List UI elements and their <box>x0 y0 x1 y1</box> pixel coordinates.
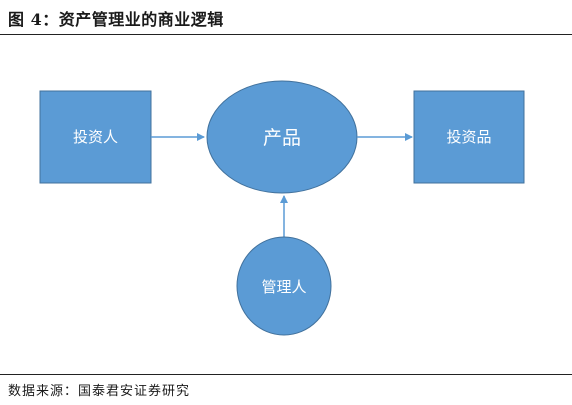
manager-circle <box>236 236 332 336</box>
figure-title: 图 4：资产管理业的商业逻辑 <box>8 10 224 29</box>
investment-label: 投资品 <box>446 128 491 146</box>
manager-node: 管理人 <box>236 236 332 336</box>
source-divider <box>0 374 572 375</box>
investment-box <box>413 90 525 184</box>
investor-box <box>39 90 152 184</box>
investor-node: 投资人 <box>39 90 152 184</box>
product-label: 产品 <box>263 127 301 149</box>
title-divider <box>0 34 572 35</box>
product-node: 产品 <box>206 80 358 194</box>
investor-label: 投资人 <box>73 128 118 146</box>
data-source: 数据来源：国泰君安证券研究 <box>8 384 191 399</box>
investment-node: 投资品 <box>413 90 525 184</box>
manager-label: 管理人 <box>261 278 306 296</box>
